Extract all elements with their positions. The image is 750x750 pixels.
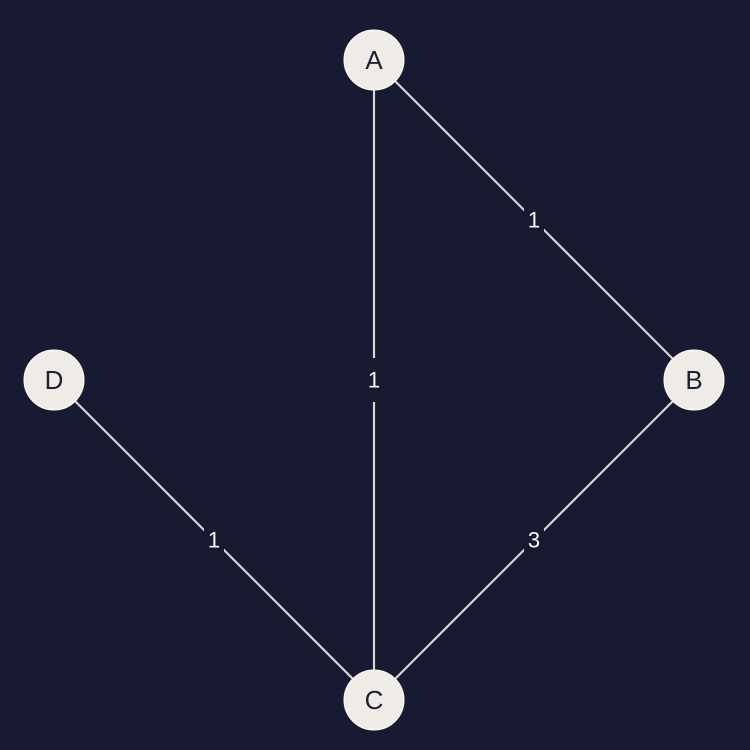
node-b: B <box>663 349 725 411</box>
node-label: D <box>45 365 64 395</box>
node-label: A <box>365 45 383 75</box>
edge-weight-label: 1 <box>208 528 220 553</box>
edge-a-b: 1 <box>373 59 695 381</box>
node-d: D <box>23 349 85 411</box>
edge-weight-label: 1 <box>528 208 540 233</box>
node-circle <box>23 349 85 411</box>
nodes-layer: A B C D <box>23 29 725 731</box>
node-circle <box>663 349 725 411</box>
node-circle <box>343 29 405 91</box>
edge-label-background <box>524 198 544 242</box>
edge-weight-label: 1 <box>368 368 380 393</box>
edge-weight-label: 3 <box>528 528 540 553</box>
edge-label-background <box>204 518 224 562</box>
edge-d-c: 1 <box>53 379 375 701</box>
edge-a-c: 1 <box>364 60 384 700</box>
node-label: C <box>365 685 384 715</box>
node-c: C <box>343 669 405 731</box>
edges-layer: 1 1 3 1 <box>53 59 695 701</box>
edge-label-background <box>364 358 384 402</box>
edge-b-c: 3 <box>373 379 695 701</box>
node-a: A <box>343 29 405 91</box>
edge-label-background <box>524 518 544 562</box>
node-circle <box>343 669 405 731</box>
node-label: B <box>685 365 702 395</box>
